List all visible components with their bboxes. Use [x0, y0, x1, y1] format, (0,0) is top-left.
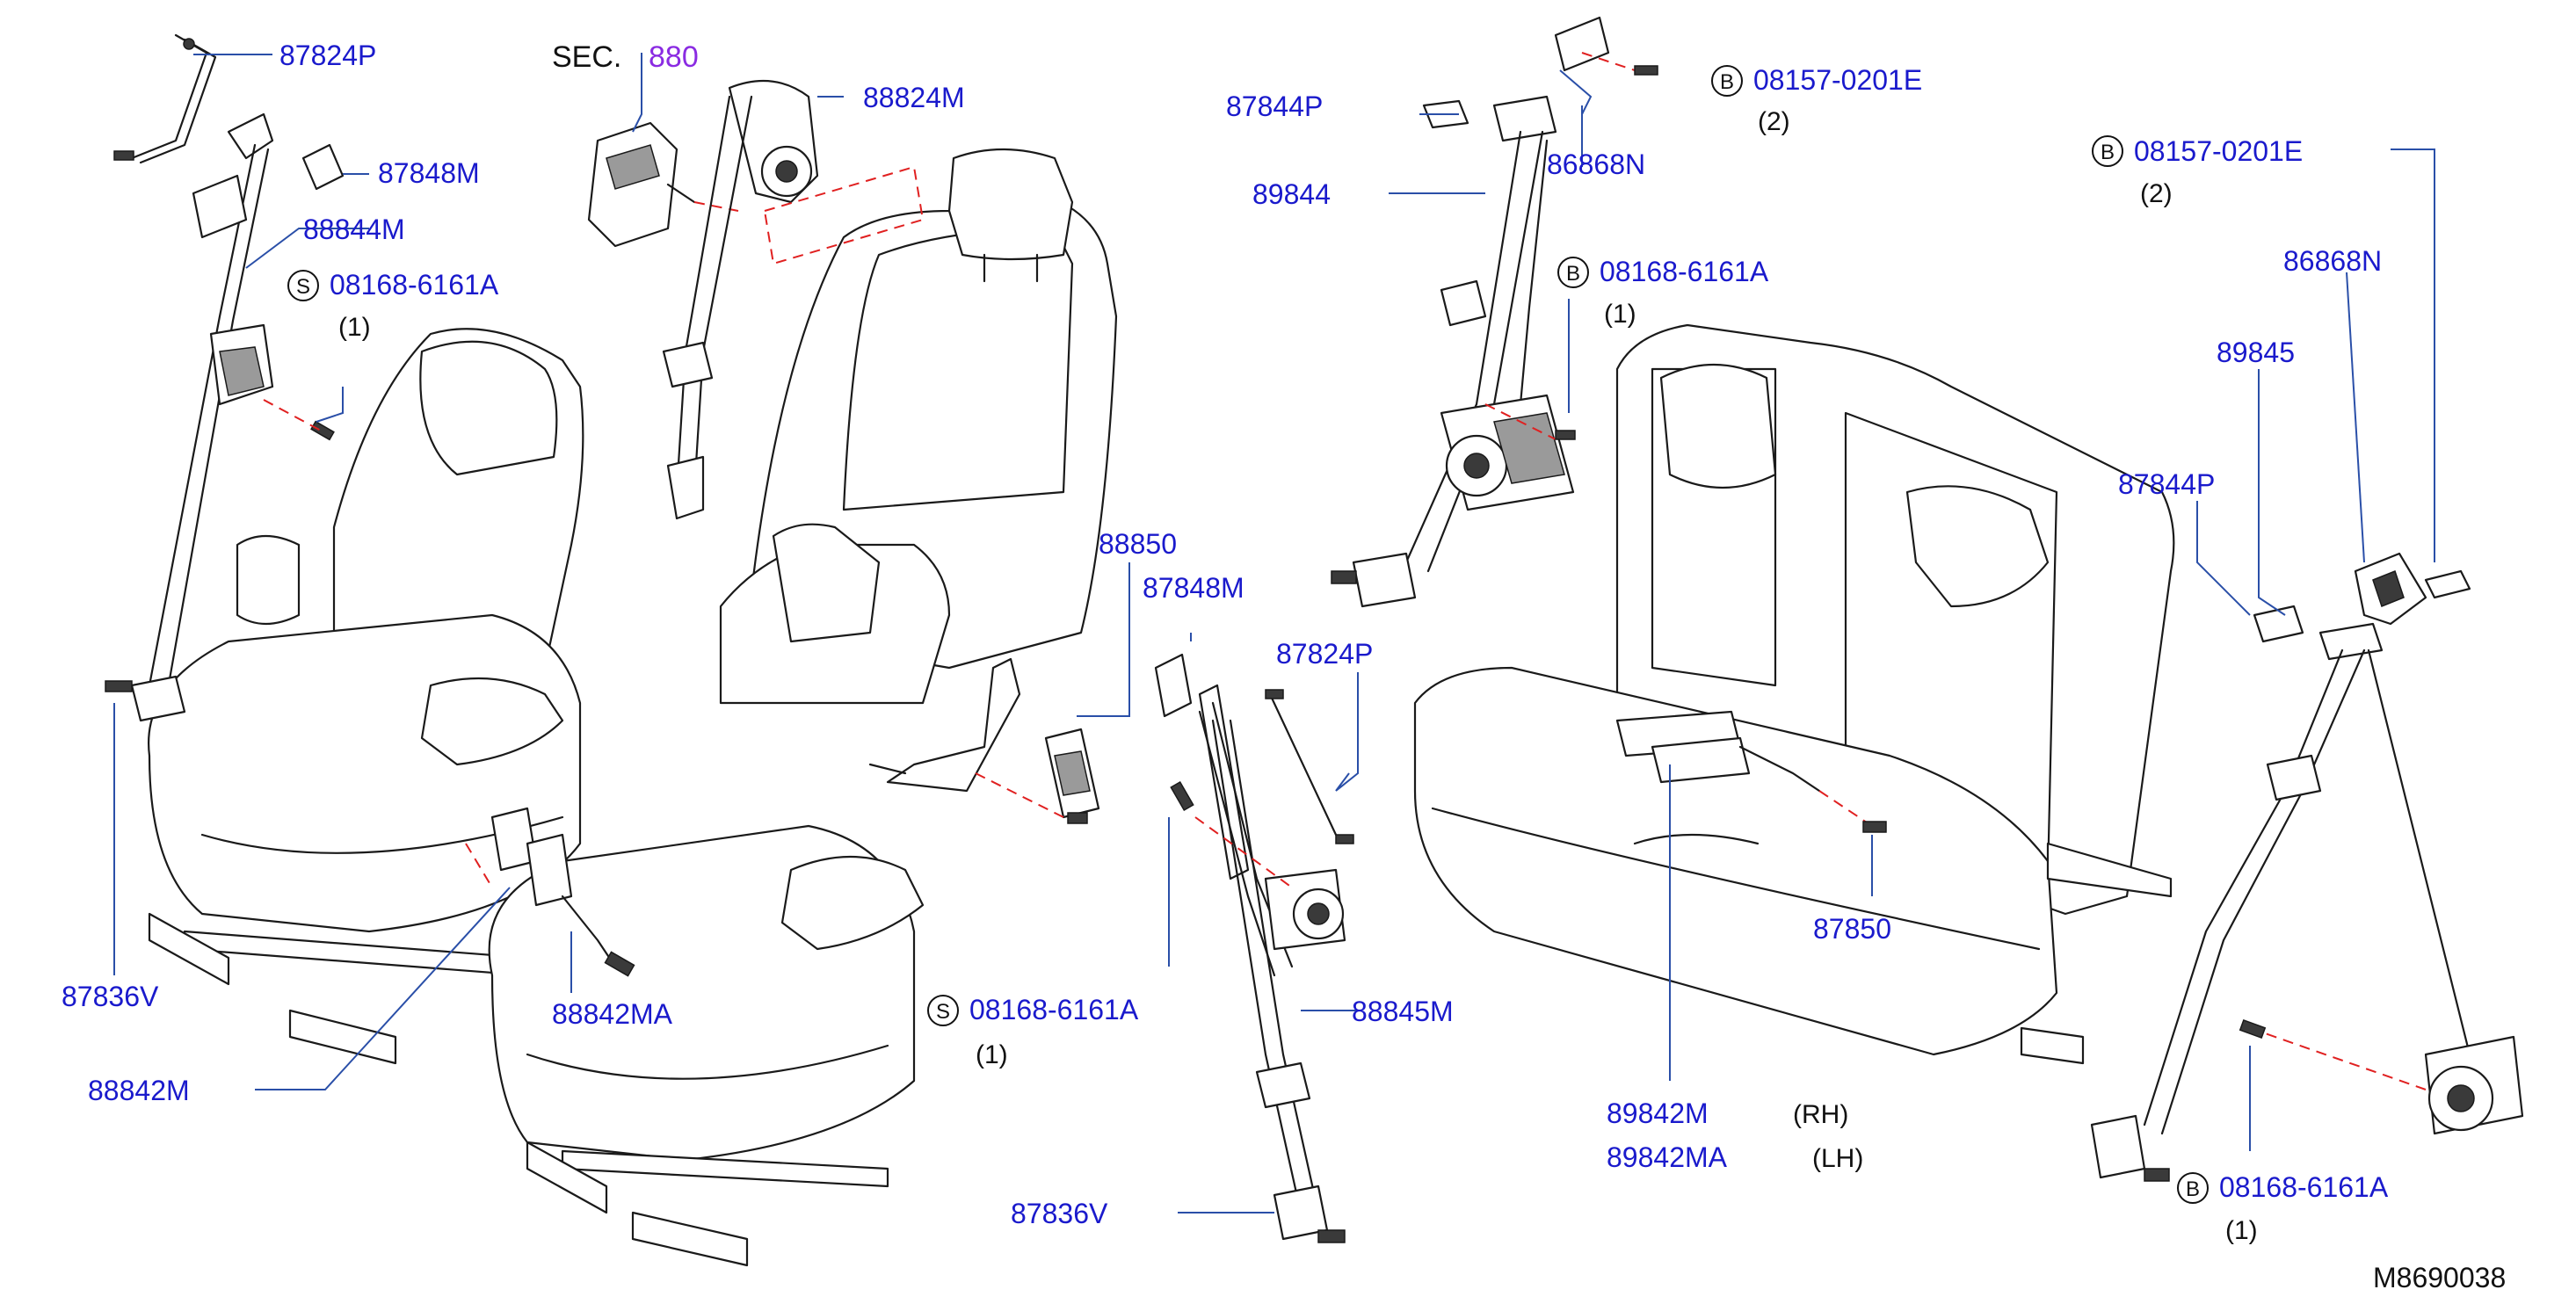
section-number: 880 — [649, 40, 699, 74]
marker-b-mid: B — [1557, 257, 1589, 288]
label-87844p-upper: 87844P — [1226, 91, 1323, 122]
label-08168-6161a-center: 08168-6161A — [969, 994, 1139, 1025]
svg-text:B: B — [2101, 141, 2115, 164]
label-87836v-left: 87836V — [62, 981, 159, 1012]
svg-text:S: S — [296, 275, 310, 299]
marker-s-center: S — [927, 995, 959, 1026]
label-87848m-left: 87848M — [378, 157, 480, 189]
label-87850: 87850 — [1813, 913, 1891, 945]
label-88842m: 88842M — [88, 1075, 190, 1106]
diagram-code: M8690038 — [2373, 1262, 2506, 1293]
label-88845m: 88845M — [1352, 996, 1454, 1027]
label-08168-6161a-mid: 08168-6161A — [1600, 256, 1769, 287]
label-89842m: 89842M — [1607, 1098, 1709, 1129]
label-87844p-right: 87844P — [2118, 468, 2215, 500]
side-89842m: (RH) — [1793, 1100, 1848, 1129]
leader-lines — [113, 53, 2435, 1213]
label-08157-0201e-right: 08157-0201E — [2134, 135, 2303, 167]
label-88842ma: 88842MA — [552, 998, 673, 1030]
anchor-bar-87824p-left — [113, 33, 217, 164]
belt-89844 — [1331, 16, 1658, 608]
buckle-88850 — [868, 657, 1100, 824]
label-88850: 88850 — [1099, 528, 1177, 560]
cover-87848m-left — [301, 143, 345, 191]
label-89842ma: 89842MA — [1607, 1141, 1728, 1173]
label-89845: 89845 — [2217, 337, 2295, 368]
belt-88845m — [1154, 653, 1354, 1243]
label-08157-0201e-upper: 08157-0201E — [1753, 64, 1922, 96]
qty-08168-6161a-right: (1) — [2225, 1216, 2258, 1245]
qty-08168-6161a-left: (1) — [338, 313, 371, 342]
marker-b-right-top: B — [2092, 135, 2123, 167]
qty-08168-6161a-center: (1) — [976, 1040, 1008, 1069]
label-89844: 89844 — [1252, 178, 1331, 210]
belt-88844m — [105, 112, 274, 722]
qty-08157-0201e-right: (2) — [2140, 179, 2173, 208]
label-87824p-center: 87824P — [1276, 638, 1373, 670]
belt-89845 — [2090, 552, 2524, 1182]
svg-text:B: B — [1720, 70, 1734, 94]
label-08168-6161a-left: 08168-6161A — [330, 269, 499, 301]
label-88844m: 88844M — [303, 214, 405, 245]
marker-b-upper: B — [1711, 65, 1743, 97]
svg-text:B: B — [2186, 1177, 2200, 1201]
label-88824m: 88824M — [863, 82, 965, 113]
svg-text:B: B — [1566, 262, 1580, 286]
label-87824p-left: 87824P — [279, 40, 376, 71]
buckle-88842m — [465, 807, 635, 977]
marker-s-left: S — [287, 270, 319, 301]
label-86868n-right: 86868N — [2283, 245, 2382, 277]
svg-text:S: S — [936, 1000, 950, 1024]
bolt-08168-left — [263, 399, 335, 441]
label-87836v-center: 87836V — [1011, 1198, 1108, 1229]
belt-88824m — [587, 79, 925, 520]
label-86868n-upper: 86868N — [1547, 149, 1645, 180]
qty-08157-0201e-upper: (2) — [1758, 107, 1790, 136]
section-prefix: SEC. — [552, 40, 621, 74]
seat-left-rear — [488, 148, 1118, 1267]
label-08168-6161a-right: 08168-6161A — [2219, 1171, 2389, 1203]
label-87848m-center: 87848M — [1143, 572, 1244, 604]
seat-left-front — [148, 328, 584, 1065]
qty-08168-6161a-mid: (1) — [1604, 300, 1636, 329]
bench-seat — [1413, 323, 2175, 1065]
marker-b-right-bottom: B — [2177, 1172, 2209, 1204]
side-89842ma: (LH) — [1812, 1144, 1863, 1173]
